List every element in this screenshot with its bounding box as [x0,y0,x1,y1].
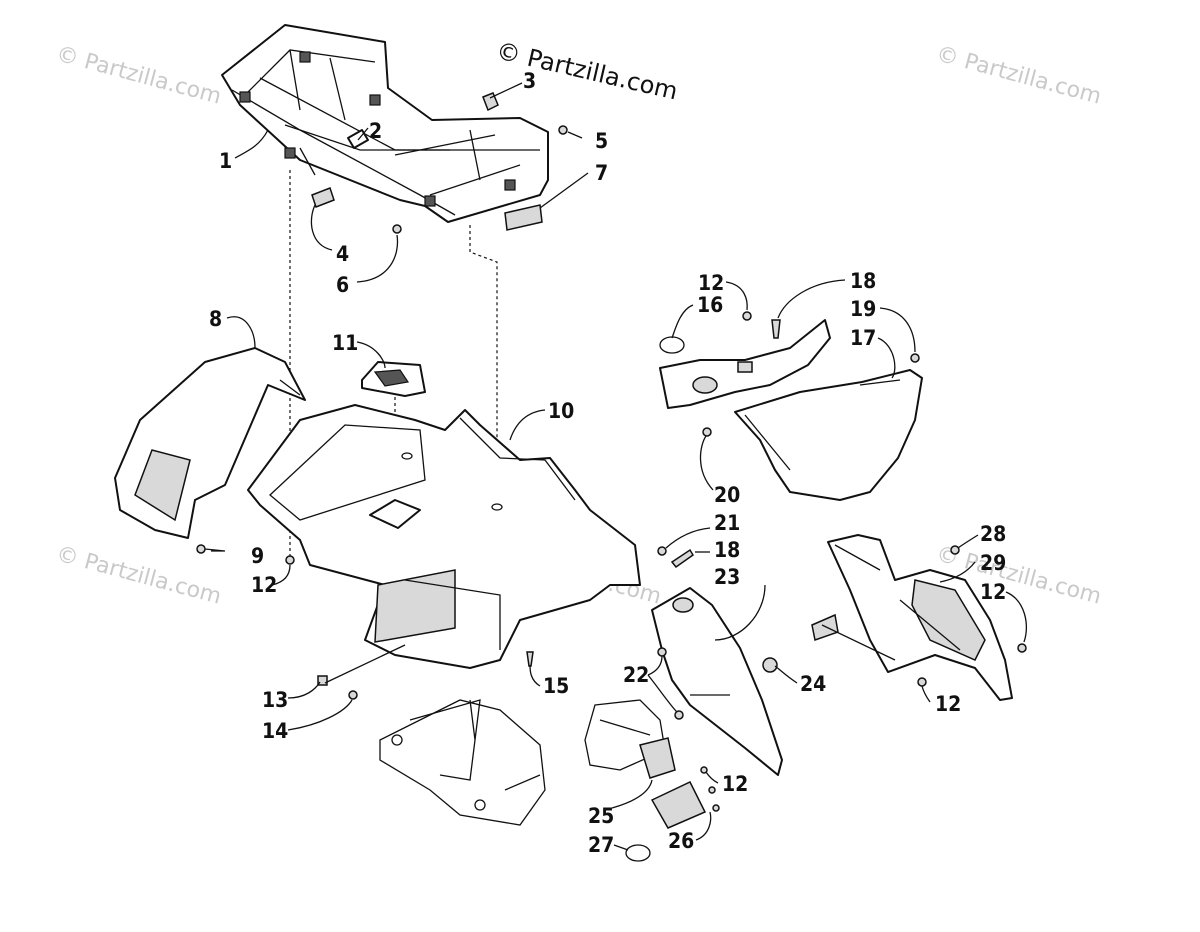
callout-12-right[interactable]: 12 [980,580,1006,604]
part-footwell-panel[interactable] [651,587,783,776]
callout-7[interactable]: 7 [595,161,608,185]
part-bolt-18-lower[interactable] [670,548,695,569]
frame-reference-left [379,699,546,826]
part-bolt-18-top[interactable] [771,319,781,339]
callout-6[interactable]: 6 [336,273,349,297]
part-fastener-22a[interactable] [657,647,667,657]
part-clip-bracket[interactable] [811,613,839,641]
part-screw-15[interactable] [526,651,534,667]
callout-19[interactable]: 19 [850,297,876,321]
callout-3[interactable]: 3 [523,69,536,93]
part-bracket-26[interactable] [650,781,707,829]
callout-2[interactable]: 2 [369,119,382,143]
part-push-rivet-24[interactable] [762,657,778,673]
callout-26[interactable]: 26 [668,829,694,853]
callout-18-top[interactable]: 18 [850,269,876,293]
callout-20[interactable]: 20 [714,483,740,507]
callout-numbers: 1 2 3 4 5 6 7 8 9 10 11 12 12 12 12 12 1… [209,69,1006,857]
part-fastener-12-right[interactable] [1017,643,1027,653]
part-rear-flap[interactable] [114,347,306,539]
callout-8[interactable]: 8 [209,307,222,331]
callout-15[interactable]: 15 [543,674,569,698]
callout-12-left[interactable]: 12 [251,573,277,597]
callout-27[interactable]: 27 [588,833,614,857]
callout-28[interactable]: 28 [980,522,1006,546]
callout-11[interactable]: 11 [332,331,358,355]
part-fastener-12-bottom[interactable] [917,677,927,687]
callout-18-lower[interactable]: 18 [714,538,740,562]
callout-16[interactable]: 16 [697,293,723,317]
part-fastener-12-top[interactable] [742,311,752,321]
part-footwell-guard[interactable] [827,534,1013,701]
part-storage-lid[interactable] [361,361,426,397]
part-rack-bolt-5[interactable] [558,125,568,135]
callout-5[interactable]: 5 [595,129,608,153]
callout-4[interactable]: 4 [336,242,349,266]
callout-12-lower[interactable]: 12 [722,772,748,796]
callout-10[interactable]: 10 [548,399,574,423]
part-fastener-22b[interactable] [674,710,684,720]
watermark-top-left: © Partzilla.com [53,42,223,110]
frame-reference-center [584,699,666,771]
watermark-top-right: © Partzilla.com [933,42,1103,110]
part-nut-20[interactable] [702,427,712,437]
part-bracket-25[interactable] [639,737,676,779]
part-rear-fender[interactable] [247,404,641,669]
callout-22[interactable]: 22 [623,663,649,687]
part-screw-14[interactable] [348,690,358,700]
callout-23[interactable]: 23 [714,565,740,589]
callout-12-bottom[interactable]: 12 [935,692,961,716]
part-grommet-16[interactable] [659,336,685,354]
callout-9[interactable]: 9 [251,544,264,568]
callout-24[interactable]: 24 [800,672,826,696]
callout-12-top[interactable]: 12 [698,271,724,295]
part-nut-19[interactable] [910,353,920,363]
part-fastener-12-left[interactable] [285,555,295,565]
part-rack-bolt-6[interactable] [392,224,402,234]
part-side-panel-left[interactable] [659,319,831,409]
part-side-panel-right[interactable] [734,369,923,501]
callout-21[interactable]: 21 [714,511,740,535]
part-clamp-27[interactable] [625,844,651,862]
part-fastener-9[interactable] [196,544,206,554]
part-fastener-21[interactable] [657,546,667,556]
callout-1[interactable]: 1 [219,149,232,173]
leader-lines [204,82,1027,851]
part-fastener-12-lower[interactable] [700,766,720,812]
callout-17[interactable]: 17 [850,326,876,350]
part-rear-rack[interactable] [221,24,549,223]
part-rack-clip-3[interactable] [482,92,499,112]
callout-29[interactable]: 29 [980,551,1006,575]
copyright-label: © Partzilla.com [494,37,681,106]
callout-13[interactable]: 13 [262,688,288,712]
part-screw-28[interactable] [950,545,960,555]
part-bracket-13[interactable] [317,675,328,686]
callout-25[interactable]: 25 [588,804,614,828]
callout-14[interactable]: 14 [262,719,288,743]
part-rack-reflector-7[interactable] [504,204,543,231]
part-rack-cushion-4[interactable] [311,187,335,208]
